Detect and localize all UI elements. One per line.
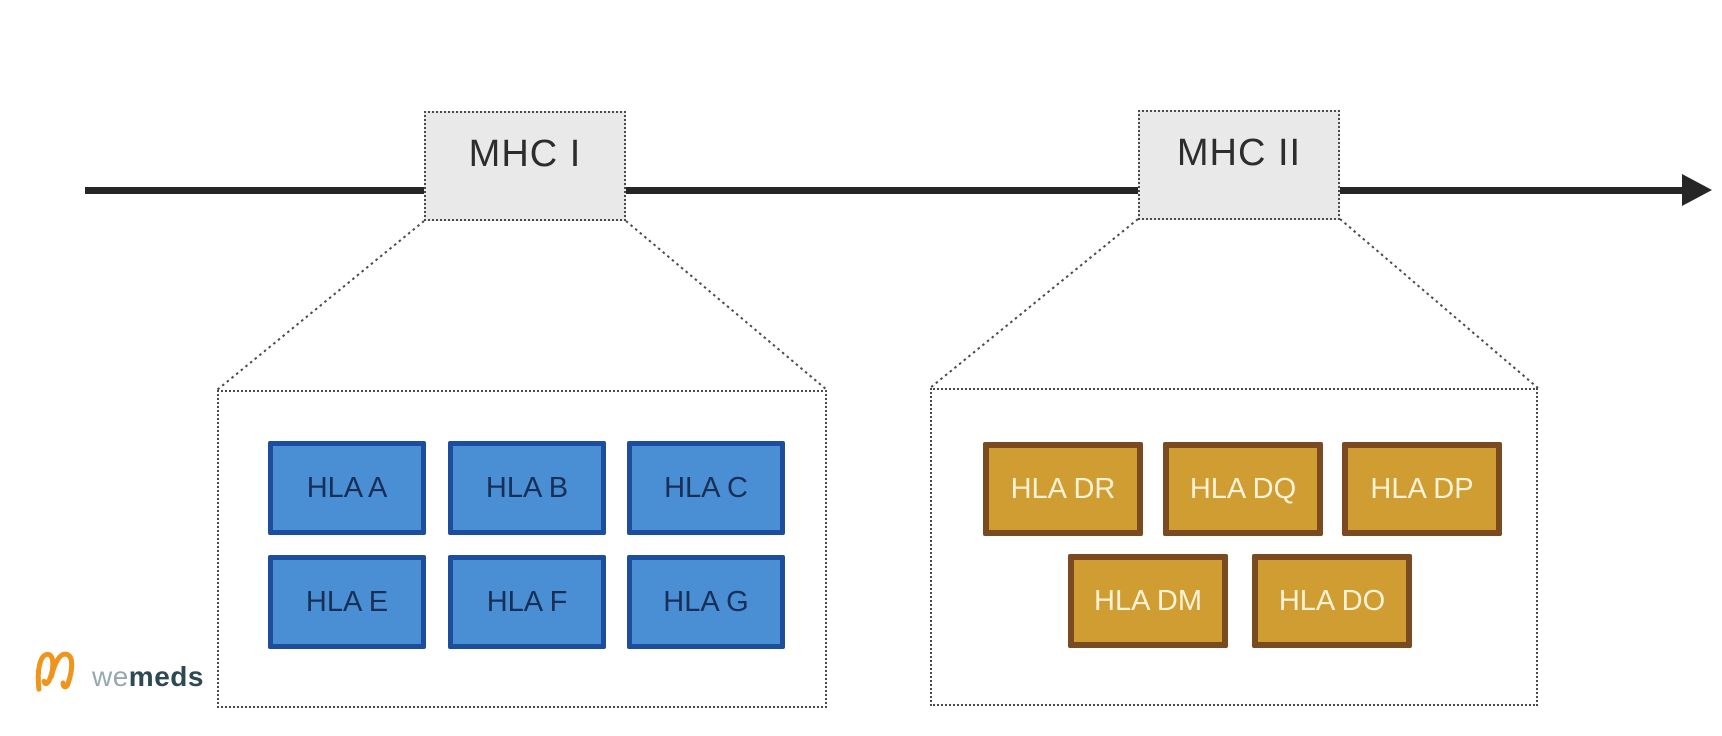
wemeds-logo-icon: [35, 651, 75, 692]
gene-box-hla-dq: HLA DQ: [1163, 442, 1323, 536]
wemeds-logo: wemeds: [30, 641, 204, 697]
chromosome-arrowhead-icon: [1682, 174, 1712, 206]
chromosome-line: [85, 187, 1685, 194]
mhc2-connector-left: [929, 218, 1139, 389]
gene-box-hla-do: HLA DO: [1252, 554, 1412, 648]
gene-box-hla-g: HLA G: [627, 555, 785, 649]
gene-box-hla-e: HLA E: [268, 555, 426, 649]
gene-box-hla-c: HLA C: [627, 441, 785, 535]
gene-box-hla-a: HLA A: [268, 441, 426, 535]
gene-box-hla-dr: HLA DR: [983, 442, 1143, 536]
mhc-ii-label: MHC II: [1176, 132, 1302, 174]
mhc1-connector-right: [625, 220, 828, 391]
wemeds-logo-text: wemeds: [92, 663, 204, 697]
gene-box-hla-b: HLA B: [448, 441, 606, 535]
mhc-i-label: MHC I: [468, 133, 582, 175]
logo-text-we: we: [92, 661, 129, 692]
mhc-ii-zoom-box: [930, 388, 1538, 706]
mhc-i-locus-marker: MHC I: [424, 111, 626, 221]
mhc1-connector-left: [216, 220, 425, 391]
mhc2-connector-right: [1339, 218, 1539, 389]
gene-box-hla-dp: HLA DP: [1342, 442, 1502, 536]
mhc-ii-locus-marker: MHC II: [1138, 110, 1340, 220]
logo-text-meds: meds: [128, 661, 204, 692]
gene-box-hla-dm: HLA DM: [1068, 554, 1228, 648]
gene-box-hla-f: HLA F: [448, 555, 606, 649]
